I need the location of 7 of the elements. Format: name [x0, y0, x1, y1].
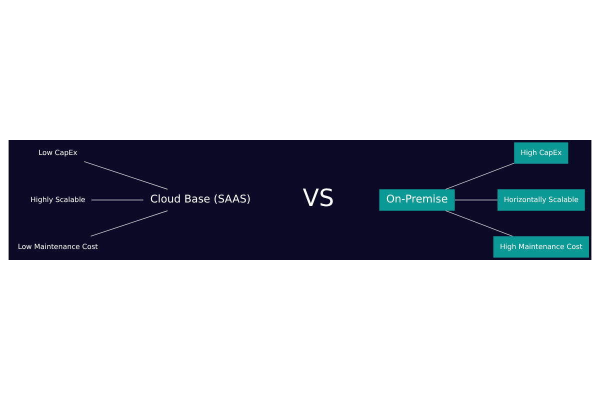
- node-text: Cloud Base (SAAS): [150, 192, 251, 206]
- connector: [84, 161, 168, 190]
- connector: [445, 210, 513, 237]
- connector: [445, 162, 514, 190]
- label: VS: [302, 184, 334, 212]
- connector: [90, 210, 168, 237]
- node-box: On-Premise: [379, 189, 455, 211]
